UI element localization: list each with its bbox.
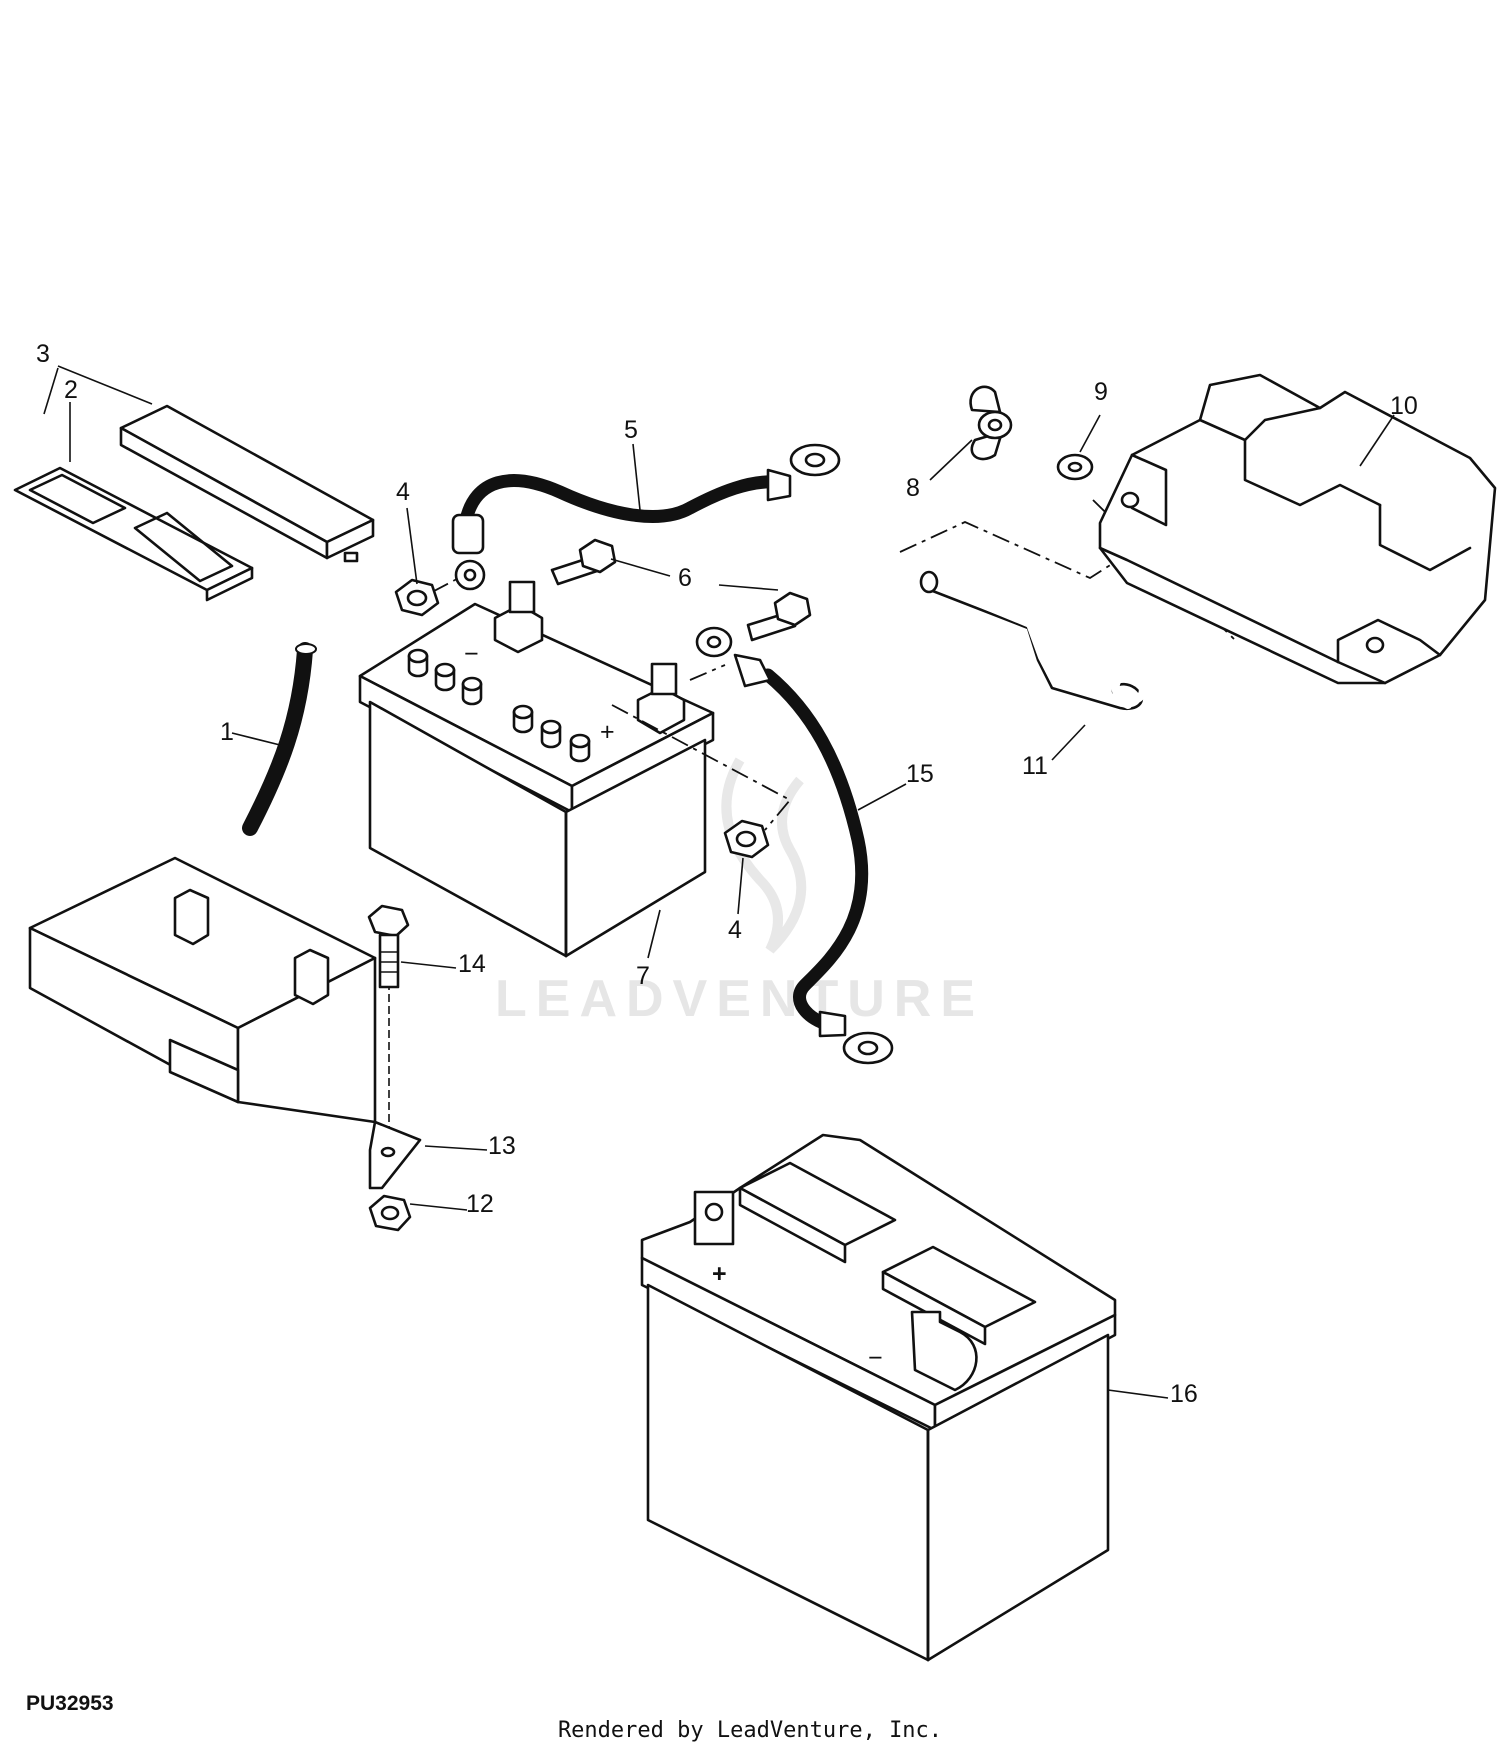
part-7-battery: − + <box>358 580 715 958</box>
callout-11: 11 <box>1022 752 1048 780</box>
negative-terminal-post <box>493 580 544 654</box>
part-16-battery: + − <box>640 1133 1117 1662</box>
callout-3: 3 <box>36 340 50 368</box>
drawing-code-label: PU32953 <box>26 1692 114 1715</box>
part-15-positive-cable <box>695 626 894 1065</box>
callout-14: 14 <box>458 950 486 978</box>
callout-15: 15 <box>906 760 934 788</box>
callout-1: 1 <box>220 718 234 746</box>
part-11-j-bolt <box>919 570 1147 711</box>
part-1-vent-hose <box>242 642 317 836</box>
large-negative-terminal <box>910 1310 978 1392</box>
large-battery-minus-mark: − <box>868 1344 883 1372</box>
part-3-cover <box>119 404 375 563</box>
part-5-negative-cable <box>451 443 841 591</box>
render-credit-footer: Rendered by LeadVenture, Inc. <box>557 1718 943 1743</box>
part-8-wing-nut <box>969 385 1013 461</box>
callout-4-upper: 4 <box>396 478 410 506</box>
callout-7: 7 <box>636 962 650 990</box>
watermark: LEADVENTURE <box>495 757 984 1028</box>
callout-16: 16 <box>1170 1380 1198 1408</box>
large-battery-plus-mark: + <box>712 1260 727 1288</box>
callout-13: 13 <box>488 1132 516 1160</box>
callout-9: 9 <box>1094 378 1108 406</box>
leader-lines <box>43 365 1395 1399</box>
battery-minus-mark: − <box>464 640 479 668</box>
callout-2: 2 <box>64 376 78 404</box>
part-9-washer <box>1056 453 1094 481</box>
part-10-hold-down <box>1098 373 1497 685</box>
callout-8: 8 <box>906 474 920 502</box>
callout-12: 12 <box>466 1190 494 1218</box>
part-13-battery-tray <box>28 856 422 1190</box>
part-12-nut <box>368 1194 412 1232</box>
callout-5: 5 <box>624 416 638 444</box>
watermark-text: LEADVENTURE <box>495 970 984 1028</box>
cell-caps <box>407 648 591 763</box>
part-6-bolt-lower <box>746 591 812 642</box>
part-2-pad <box>13 466 254 602</box>
part-14-bolt <box>367 904 410 989</box>
part-4-nut-lower <box>723 819 770 859</box>
callout-6: 6 <box>678 564 692 592</box>
callout-4-lower: 4 <box>728 916 742 944</box>
battery-plus-mark: + <box>600 718 615 746</box>
large-positive-terminal <box>693 1190 735 1246</box>
callout-numbers: 1 2 3 4 4 5 6 7 8 9 10 11 12 13 14 15 16 <box>36 340 1418 1408</box>
part-4-nut-upper <box>394 578 440 617</box>
callout-10: 10 <box>1390 392 1418 420</box>
part-6-bolt-upper <box>550 538 617 586</box>
positive-terminal-post <box>636 662 686 735</box>
